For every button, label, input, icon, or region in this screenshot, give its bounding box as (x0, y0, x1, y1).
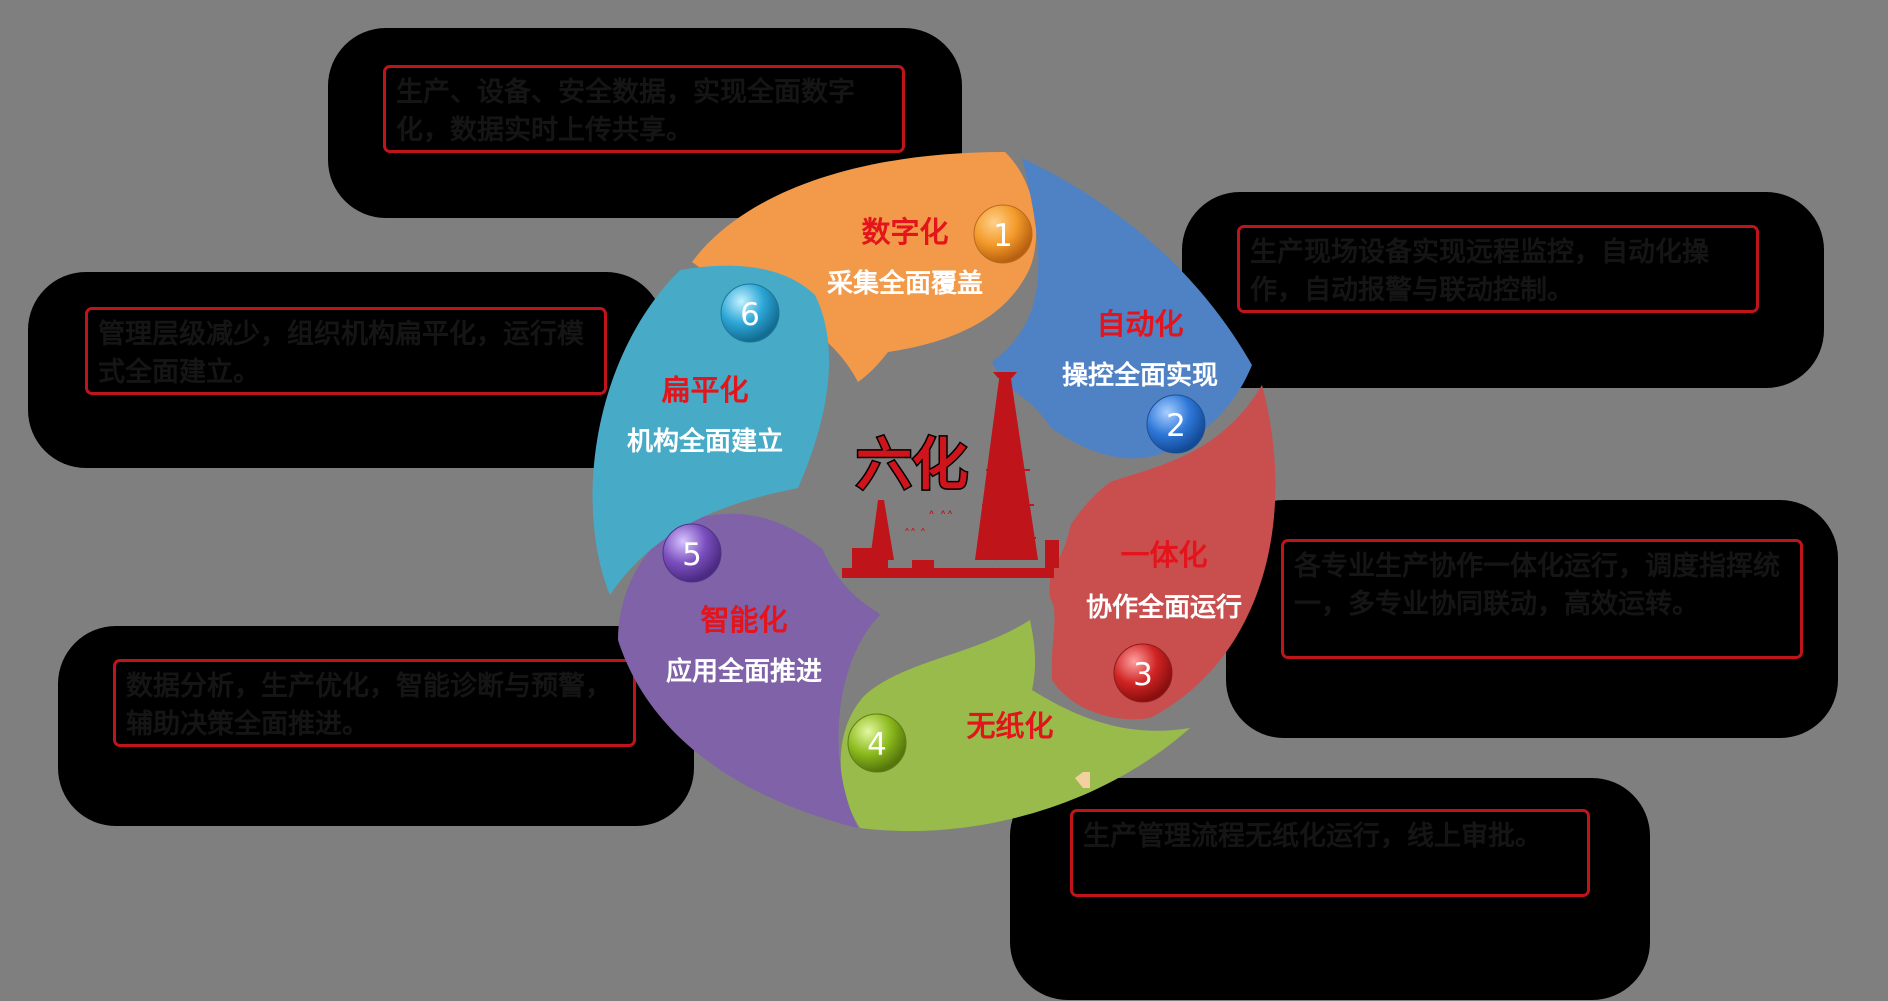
svg-text:˄˄ ˄: ˄˄ ˄ (904, 527, 926, 541)
svg-text:2: 2 (1166, 408, 1186, 444)
segment-flat (592, 265, 830, 595)
segment-integration (1049, 385, 1276, 720)
svg-text:4: 4 (867, 727, 887, 763)
segment-6-title: 扁平化 (661, 373, 748, 407)
callout-automation: 生产现场设备实现远程监控，自动化操作，自动报警与联动控制。 (1182, 192, 1824, 388)
speaker-icon (1075, 772, 1090, 788)
segment-3-title: 一体化 (1120, 538, 1207, 572)
callout-intelligent: 数据分析，生产优化，智能诊断与预警，辅助决策全面推进。 (58, 626, 694, 826)
segment-5-subtitle: 应用全面推进 (666, 656, 822, 687)
callout-integration: 各专业生产协作一体化运行，调度指挥统一，多专业协同联动，高效运转。 (1226, 500, 1838, 738)
number-badge-2: 2 (1146, 394, 1206, 454)
segment-4-title: 无纸化 (966, 709, 1053, 743)
segment-3-subtitle: 协作全面运行 (1086, 592, 1242, 623)
segment-2-title: 自动化 (1096, 307, 1183, 341)
segment-1-title: 数字化 (861, 215, 948, 249)
number-badge-1: 1 (973, 204, 1033, 264)
svg-text:3: 3 (1133, 657, 1153, 693)
segment-automation (992, 158, 1252, 459)
callout-intelligent-text: 数据分析，生产优化，智能诊断与预警，辅助决策全面推进。 (113, 659, 636, 747)
callout-digital: 生产、设备、安全数据，实现全面数字化，数据实时上传共享。 (328, 28, 962, 218)
svg-text:5: 5 (682, 537, 702, 573)
segment-2-subtitle: 操控全面实现 (1062, 360, 1218, 391)
svg-text:1: 1 (993, 218, 1013, 254)
segment-6-subtitle: 机构全面建立 (627, 426, 783, 457)
segment-paperless (840, 620, 1190, 832)
number-badge-5: 5 (662, 523, 722, 583)
callout-paperless: 生产管理流程无纸化运行，线上审批。 (1010, 778, 1650, 1000)
callout-integration-text: 各专业生产协作一体化运行，调度指挥统一，多专业协同联动，高效运转。 (1281, 539, 1803, 659)
segment-1-subtitle: 采集全面覆盖 (827, 268, 983, 299)
center-title: 六化 (856, 433, 968, 498)
oil-derrick-icon: ˄ ˄˄ ˄˄ ˄ (842, 372, 1059, 578)
number-badge-3: 3 (1113, 643, 1173, 703)
segment-digital (692, 152, 1037, 382)
callout-paperless-text: 生产管理流程无纸化运行，线上审批。 (1070, 809, 1590, 897)
center-hub (813, 370, 1073, 630)
svg-text:˄ ˄˄: ˄ ˄˄ (928, 510, 953, 526)
callout-automation-text: 生产现场设备实现远程监控，自动化操作，自动报警与联动控制。 (1237, 225, 1759, 313)
callout-digital-text: 生产、设备、安全数据，实现全面数字化，数据实时上传共享。 (383, 65, 905, 153)
svg-text:6: 6 (740, 297, 760, 333)
segment-5-title: 智能化 (700, 603, 787, 637)
number-badge-6: 6 (720, 283, 780, 343)
callout-flat: 管理层级减少，组织机构扁平化，运行模式全面建立。 (28, 272, 664, 468)
segment-intelligent (618, 513, 880, 828)
number-badge-4: 4 (847, 713, 907, 773)
callout-flat-text: 管理层级减少，组织机构扁平化，运行模式全面建立。 (85, 307, 607, 395)
